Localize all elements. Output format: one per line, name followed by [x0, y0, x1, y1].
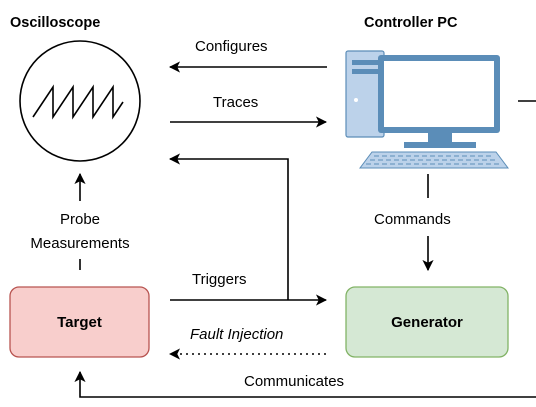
- configures-label: Configures: [195, 38, 268, 55]
- target-label: Target: [57, 314, 102, 331]
- oscilloscope-title: Oscilloscope: [10, 15, 100, 31]
- triggers-branch-arrow: [168, 153, 289, 300]
- generator-box: [345, 286, 509, 358]
- oscilloscope-icon: [19, 40, 141, 162]
- communicates-label: Communicates: [244, 373, 344, 390]
- controller-pc-title: Controller PC: [364, 15, 458, 31]
- generator-label: Generator: [391, 314, 463, 331]
- triggers-label: Triggers: [192, 271, 246, 288]
- traces-label: Traces: [213, 94, 258, 111]
- target-box: [9, 286, 150, 358]
- probe-label-line1: Probe: [60, 211, 100, 228]
- computer-icon: [345, 50, 509, 169]
- probe-label-line2: Measurements: [30, 235, 129, 252]
- fault-injection-label: Fault Injection: [190, 326, 283, 343]
- communicates-arrow: [74, 370, 536, 398]
- commands-label: Commands: [374, 211, 451, 228]
